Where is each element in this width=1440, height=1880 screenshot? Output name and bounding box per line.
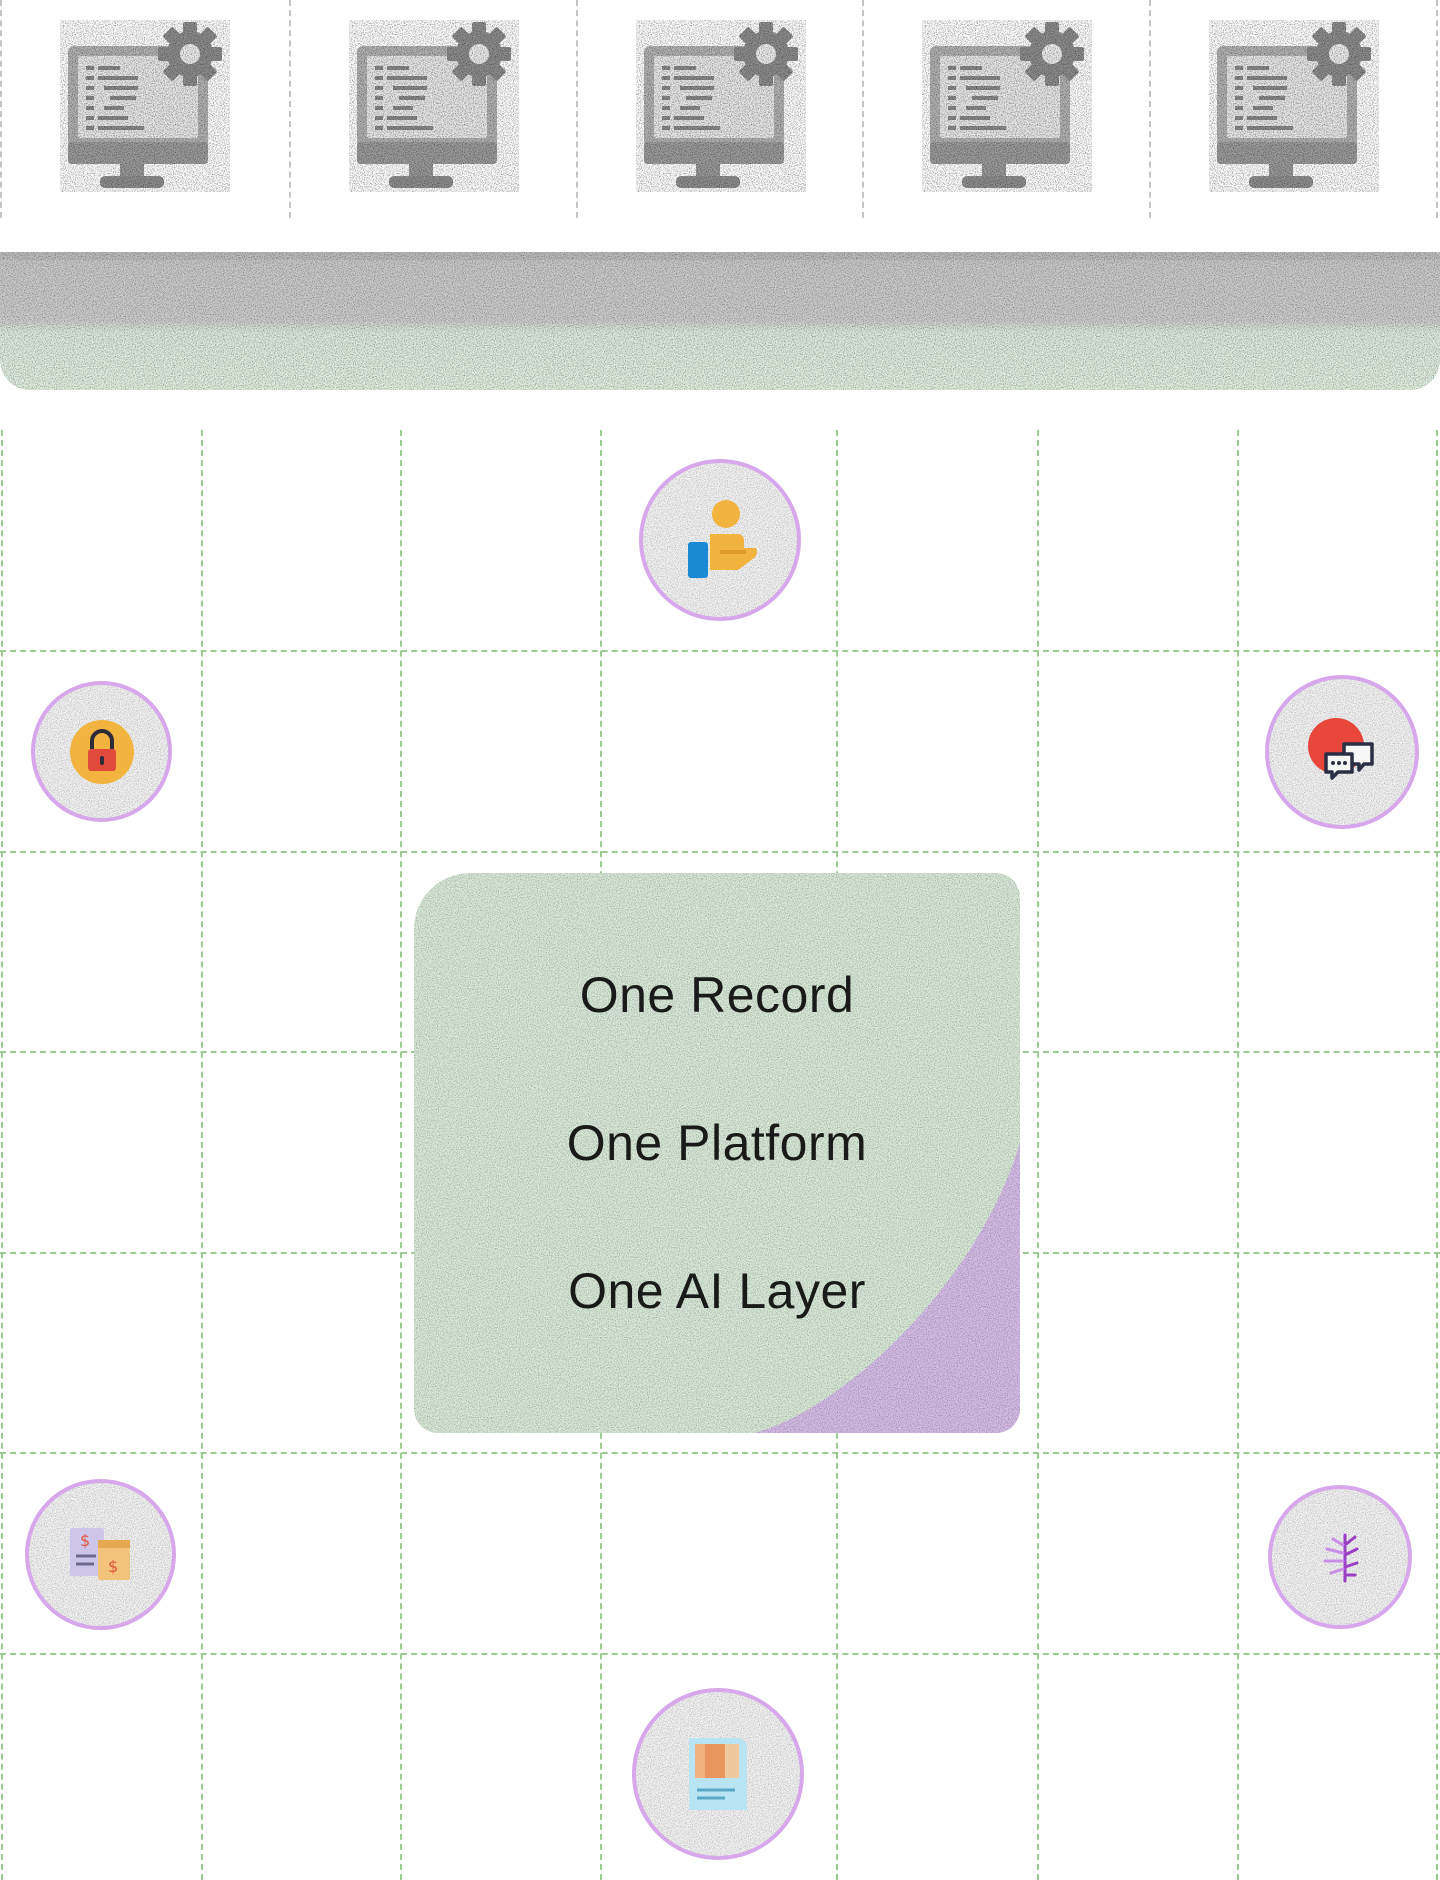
tree-logo-icon	[1323, 1533, 1359, 1583]
grid-line-vertical	[1237, 430, 1239, 1880]
grid-line-vertical	[1037, 430, 1039, 1880]
computer-gear-icon	[636, 20, 806, 192]
card-line-ai-layer: One AI Layer	[568, 1263, 866, 1319]
column-divider	[289, 0, 291, 218]
chat-node[interactable]	[1265, 675, 1419, 829]
integration-bar	[0, 252, 1440, 390]
grid-line-vertical	[1, 430, 3, 1880]
document-icon	[689, 1738, 747, 1810]
computer-gear-icon	[922, 20, 1092, 192]
card-line-record: One Record	[579, 967, 855, 1023]
security-lock-node[interactable]	[31, 681, 172, 822]
computer-gear-icon	[349, 20, 519, 192]
grid-line-vertical	[400, 430, 402, 1880]
person-hand-icon	[688, 500, 757, 578]
grid-line-horizontal	[0, 851, 1440, 853]
column-divider	[1436, 0, 1438, 218]
column-divider	[862, 0, 864, 218]
support-hand-node[interactable]	[639, 459, 801, 621]
svg-text:$: $	[80, 1531, 90, 1550]
grid-line-vertical	[1436, 430, 1438, 1880]
column-divider	[1149, 0, 1151, 218]
brand-tree-node[interactable]	[1268, 1485, 1412, 1629]
grid-line-horizontal	[0, 1452, 1440, 1454]
computer-gear-icon	[60, 20, 230, 192]
lock-icon	[69, 719, 134, 784]
billing-node[interactable]: $ $	[25, 1479, 176, 1630]
computer-gear-icon	[1209, 20, 1379, 192]
grid-line-horizontal	[0, 1653, 1440, 1655]
card-line-platform: One Platform	[566, 1115, 868, 1171]
chat-bubbles-icon	[1308, 718, 1374, 780]
grid-line-vertical	[201, 430, 203, 1880]
svg-text:$: $	[108, 1557, 118, 1576]
column-divider	[576, 0, 578, 218]
grid-line-horizontal	[0, 650, 1440, 652]
invoice-dollar-icon: $ $	[69, 1527, 130, 1580]
computer-row	[0, 0, 1440, 218]
platform-card: One Record One Platform One AI Layer	[414, 873, 1020, 1433]
column-divider	[0, 0, 2, 218]
record-document-node[interactable]	[632, 1688, 804, 1860]
